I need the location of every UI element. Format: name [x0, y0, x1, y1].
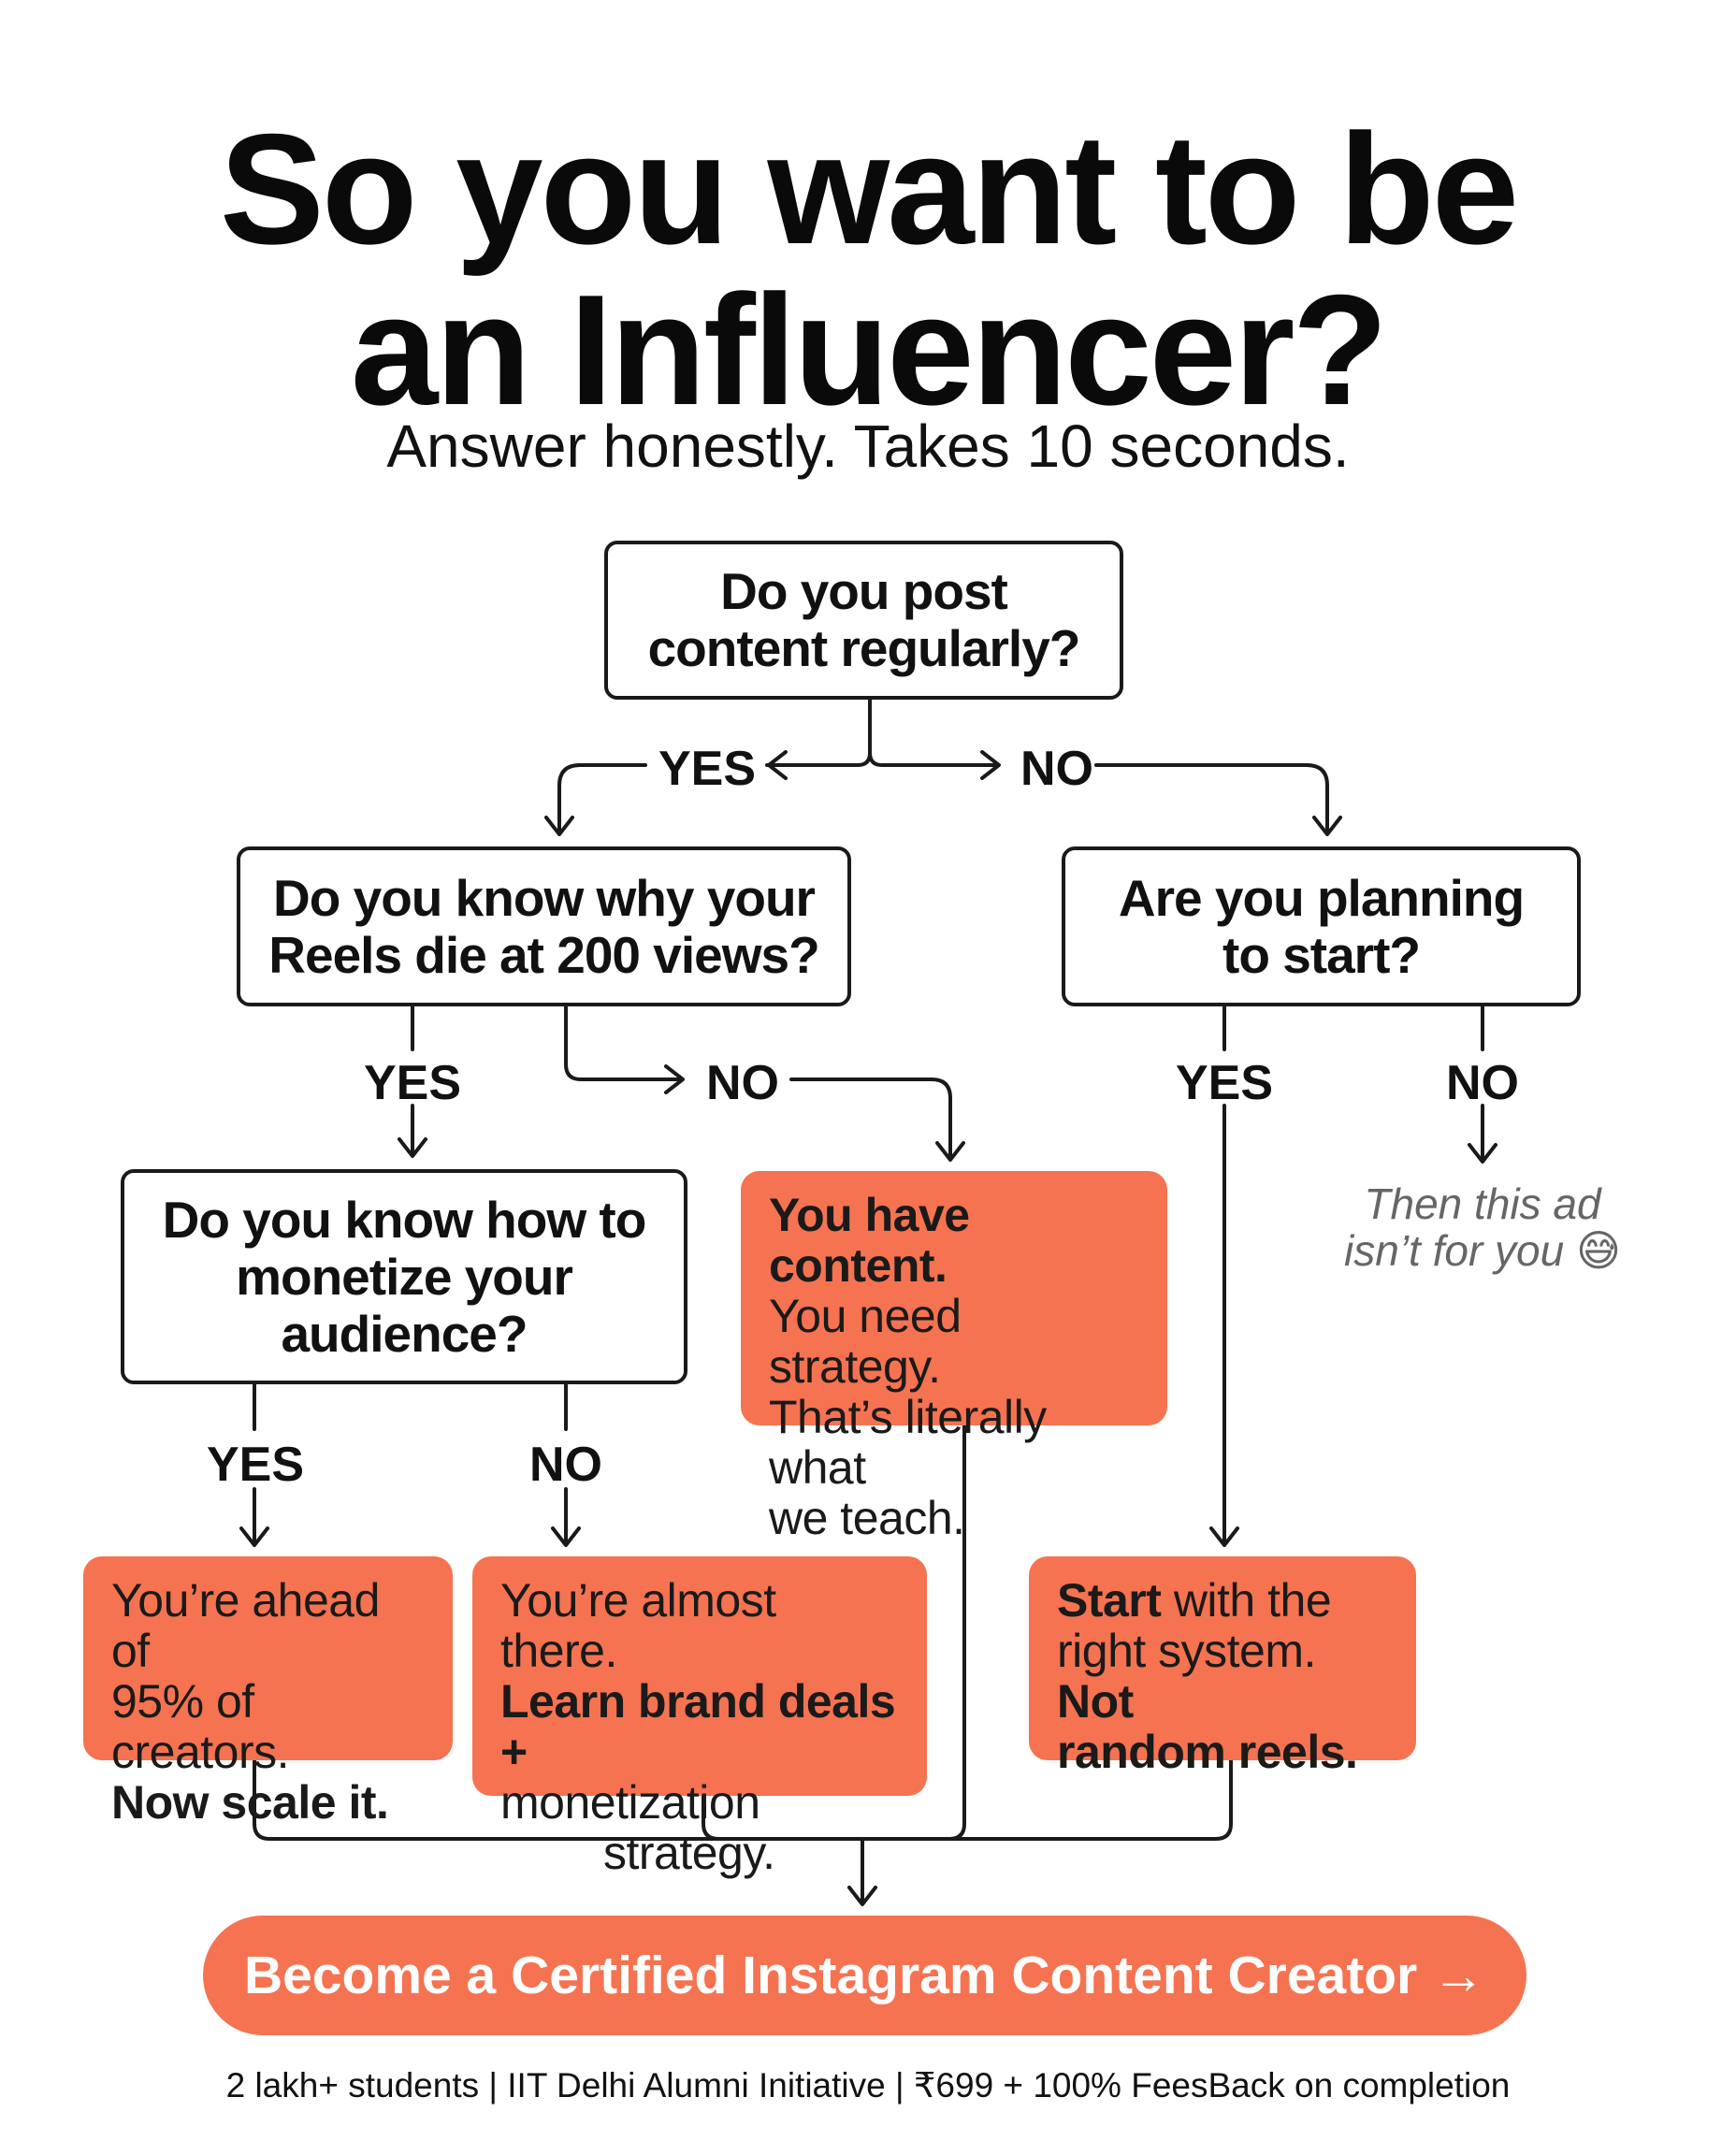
q1-no-branch-arrow: [1312, 816, 1342, 836]
note-not-for-you: Then this ad isn’t for you 😅: [1305, 1180, 1660, 1274]
label-q2-yes: YES: [363, 1056, 462, 1110]
question-planning-to-start-line-1: Are you planning: [1118, 868, 1525, 927]
question-post-regularly-line-2: content regularly?: [647, 619, 1081, 677]
result-start-text-2: right system.: [1057, 1625, 1316, 1677]
become-certified-creator-button[interactable]: Become a Certified Instagram Content Cre…: [203, 1916, 1526, 2035]
q1-yes-branch-arrow: [544, 816, 574, 836]
q1-no-arrowhead: [980, 750, 1001, 780]
question-monetize-audience-line-1: Do you know how to: [162, 1190, 647, 1249]
q4-yes-arrowhead: [239, 1526, 269, 1547]
result-start-text-1: with the: [1161, 1574, 1332, 1627]
result-start-bold-2: Not: [1057, 1675, 1134, 1728]
result-content-line-4: we teach.: [769, 1492, 965, 1544]
result-almost-line-3: monetization: [500, 1776, 760, 1829]
label-q4-no: NO: [529, 1438, 602, 1492]
q2-no-arrowhead: [664, 1064, 685, 1094]
result-content-line-3: That’s literally what: [769, 1391, 1047, 1494]
note-line-1: Then this ad: [1364, 1179, 1601, 1228]
result-almost-line-1: You’re almost there.: [500, 1574, 776, 1677]
q2-no-result-arrowhead: [935, 1141, 965, 1162]
label-q1-yes: YES: [658, 742, 757, 796]
label-q3-no: NO: [1446, 1056, 1519, 1110]
label-q3-yes: YES: [1175, 1056, 1274, 1110]
q2-no-to-result: [789, 1078, 952, 1160]
merge-from-almost: [702, 1794, 720, 1841]
page-title-line-1: So you want to be: [219, 101, 1519, 277]
question-monetize-audience-line-3: audience?: [281, 1304, 528, 1363]
question-reels-die-line-2: Reels die at 200 views?: [268, 925, 819, 984]
result-ahead-line-1: You’re ahead of: [111, 1574, 380, 1677]
question-monetize-audience: Do you know how to monetize your audienc…: [121, 1169, 687, 1384]
q4-no-arrowhead: [551, 1526, 581, 1547]
q3-no-arrowhead: [1468, 1143, 1497, 1164]
note-line-2: isn’t for you: [1344, 1226, 1565, 1275]
result-almost-line-4: strategy.: [603, 1827, 775, 1879]
result-content-needs-strategy: You have content. You need strategy. Tha…: [741, 1171, 1167, 1543]
result-start-right-system: Start with the right system. Not random …: [1029, 1556, 1416, 1777]
question-post-regularly: Do you post content regularly?: [604, 541, 1123, 700]
question-planning-to-start-line-2: to start?: [1222, 925, 1421, 984]
sweat-smile-emoji-icon: 😅: [1576, 1226, 1621, 1275]
q3-yes-arrowhead: [1209, 1526, 1239, 1547]
label-q2-no: NO: [706, 1056, 779, 1110]
question-planning-to-start: Are you planning to start?: [1062, 846, 1581, 1006]
question-reels-die-line-1: Do you know why your: [273, 868, 816, 927]
label-q1-no: NO: [1020, 742, 1093, 796]
q1-no-branch: [1094, 763, 1329, 834]
cta-label: Become a Certified Instagram Content Cre…: [243, 1945, 1486, 2005]
label-q4-yes: YES: [206, 1438, 305, 1492]
result-ahead-bold: Now scale it.: [111, 1776, 389, 1829]
result-almost-there: You’re almost there. Learn brand deals +…: [472, 1556, 927, 1878]
question-reels-die: Do you know why your Reels die at 200 vi…: [237, 846, 851, 1006]
result-ahead-line-2: 95% of creators.: [111, 1675, 290, 1778]
result-start-bold-3: random reels.: [1057, 1726, 1358, 1778]
result-content-line-2: You need strategy.: [769, 1290, 962, 1393]
merge-from-content: [948, 1424, 966, 1841]
q2-no-connector: [564, 1001, 683, 1081]
question-post-regularly-line-1: Do you post: [720, 562, 1008, 620]
page-title-line-2: an Influencer?: [350, 262, 1388, 438]
result-almost-bold: Learn brand deals +: [500, 1675, 896, 1778]
q1-no-connector: [868, 751, 999, 767]
q1-yes-branch: [557, 763, 647, 834]
result-start-bold-1: Start: [1057, 1574, 1162, 1627]
result-content-bold: You have content.: [769, 1189, 970, 1292]
result-ahead-of-creators: You’re ahead of 95% of creators. Now sca…: [83, 1556, 453, 1828]
page-subtitle: Answer honestly. Takes 10 seconds.: [386, 412, 1350, 480]
footer-info: 2 lakh+ students | IIT Delhi Alumni Init…: [225, 2066, 1511, 2104]
q1-yes-arrowhead: [767, 750, 788, 780]
merge-from-ahead: [253, 1758, 1233, 1841]
q2-yes-arrowhead: [398, 1137, 427, 1158]
merge-to-cta-arrowhead: [847, 1886, 877, 1906]
question-monetize-audience-line-2: monetize your: [236, 1247, 573, 1306]
